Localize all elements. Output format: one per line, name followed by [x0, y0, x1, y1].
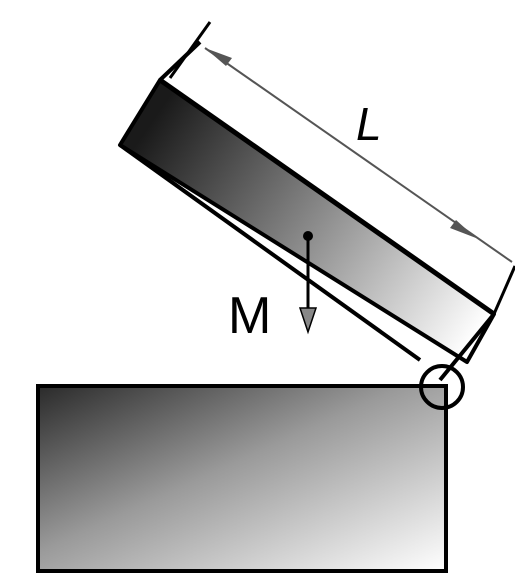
rod-top-face: [160, 42, 515, 314]
dimension-arrow-left: [205, 48, 232, 66]
pivot-circle: [419, 364, 465, 410]
support-block: [36, 384, 448, 573]
dimension-tick-left: [168, 21, 212, 79]
length-label: L: [356, 98, 382, 150]
rod-inner-edge: [158, 77, 496, 317]
tilted-rod: [118, 40, 515, 382]
rod-lower-edge: [118, 143, 422, 362]
dimension-arrow-right: [450, 220, 476, 238]
weight-arrow: [298, 231, 318, 335]
weight-arrow-head: [298, 307, 318, 335]
rod-top-edge: [158, 40, 202, 82]
length-dimension: [168, 21, 513, 263]
mass-label: M: [228, 287, 271, 345]
rod-end-edge-outer: [492, 265, 515, 315]
